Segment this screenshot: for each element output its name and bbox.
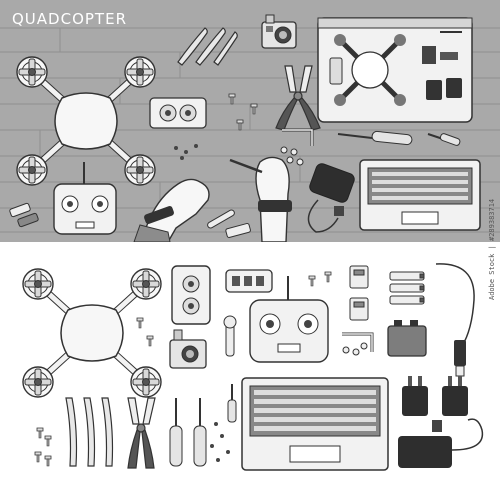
pliers-top: [276, 66, 320, 130]
carry-case: [318, 18, 472, 122]
action-camera-bottom: [170, 330, 206, 368]
remote-controller-bottom: [250, 276, 328, 362]
propellers-top: [178, 28, 237, 65]
washers-bottom: [343, 343, 367, 355]
page-title: QUADCOPTER: [12, 10, 127, 28]
wrench-bottom: [224, 316, 236, 356]
lipo-battery-bottom: [388, 320, 426, 356]
drone-bottom: [22, 268, 162, 398]
laptop-top: [360, 160, 480, 230]
power-plugs-bottom: [402, 376, 468, 416]
screwdriver-top-1: [338, 131, 412, 145]
hand-right: [230, 157, 292, 242]
speaker-module-top: [150, 98, 206, 128]
hex-key-top: [282, 130, 312, 146]
screwdriver-bottom-3: [228, 384, 236, 422]
washers-top: [281, 147, 303, 165]
screwdriver-bottom-1: [170, 398, 182, 466]
power-bank-top: [308, 162, 356, 232]
screwdriver-bottom-2: [194, 398, 206, 466]
small-parts-bottom: [210, 422, 230, 462]
remote-controller-top: [54, 162, 116, 234]
hex-key-bottom: [342, 334, 372, 352]
screwdriver-top-2: [428, 133, 461, 146]
stock-id: Adobe Stock | #289383714: [488, 199, 496, 300]
batteries-top: [9, 203, 251, 238]
screws-top: [174, 93, 258, 160]
usb-cable: [436, 264, 474, 376]
laptop-bottom: [242, 378, 388, 470]
wrench-top: [207, 209, 236, 229]
pliers-bottom: [128, 398, 155, 468]
phone-bottom: [172, 266, 210, 324]
hand-left: [134, 179, 209, 242]
propellers-bottom: [66, 398, 113, 466]
aa-batteries-bottom: [390, 272, 424, 304]
power-bank-bottom: [398, 419, 482, 468]
cells-bottom: [350, 266, 368, 320]
battery-pack-bottom: [226, 270, 272, 292]
action-camera-top: [262, 15, 296, 48]
drone-top: [16, 56, 156, 186]
